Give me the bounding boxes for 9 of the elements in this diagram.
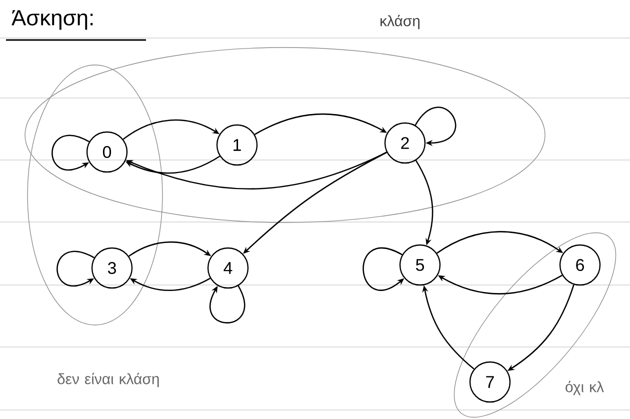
note-text: όχι κλ xyxy=(566,380,604,396)
self-loop-arrow xyxy=(52,134,90,170)
grouping-ellipse xyxy=(27,64,163,326)
self-loop-arrow xyxy=(414,106,456,146)
note-text: δεν είναι κλάση xyxy=(58,372,159,388)
self-loop-arrow xyxy=(56,250,94,286)
title: Άσκηση: xyxy=(12,10,93,30)
ellipse-label: κλάση xyxy=(380,14,420,30)
self-loop-arrow xyxy=(210,286,246,324)
